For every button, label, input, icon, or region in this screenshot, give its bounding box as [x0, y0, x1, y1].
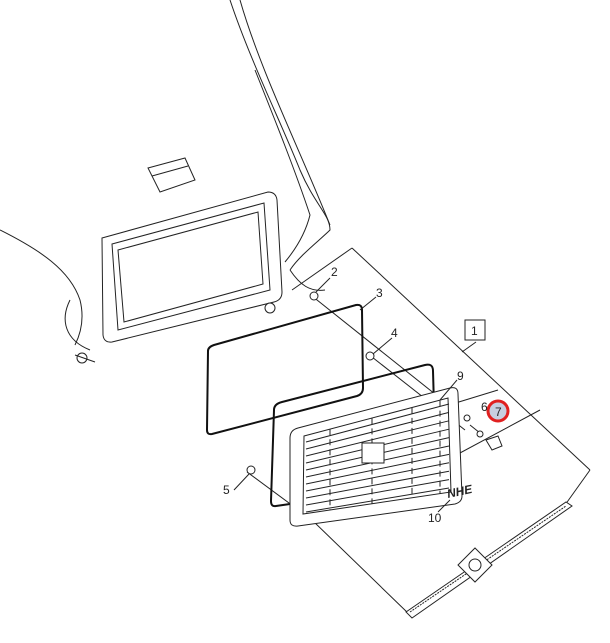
- callout-2: 2: [331, 265, 338, 279]
- grille-bar: [305, 403, 450, 443]
- callout-10: 10: [428, 511, 442, 525]
- callout-9: 9: [457, 369, 464, 383]
- hardware-6-7: [463, 399, 510, 451]
- cab-body: [0, 0, 331, 351]
- cab-grille-opening: [74, 191, 283, 364]
- hood-vent: [147, 157, 196, 193]
- leader-lines: [233, 277, 477, 513]
- callout-7: 7: [495, 405, 502, 419]
- callout-5: 5: [223, 483, 230, 497]
- grille-bar: [305, 462, 450, 492]
- grille-bar: [305, 453, 450, 485]
- grille: [289, 387, 463, 527]
- svg-text:NHE: NHE: [446, 482, 475, 501]
- callout-1: 1: [471, 324, 478, 338]
- gasket-3: [205, 291, 375, 436]
- bumper-strip: [405, 501, 573, 619]
- highlight-callout-7[interactable]: [486, 399, 510, 423]
- callout-4: 4: [391, 326, 398, 340]
- callout-6: 6: [481, 400, 488, 414]
- grille-bar: [305, 487, 450, 513]
- callout-box-1: [464, 319, 486, 341]
- callout-3: 3: [376, 286, 383, 300]
- emblem-nhe: NHE: [446, 482, 475, 501]
